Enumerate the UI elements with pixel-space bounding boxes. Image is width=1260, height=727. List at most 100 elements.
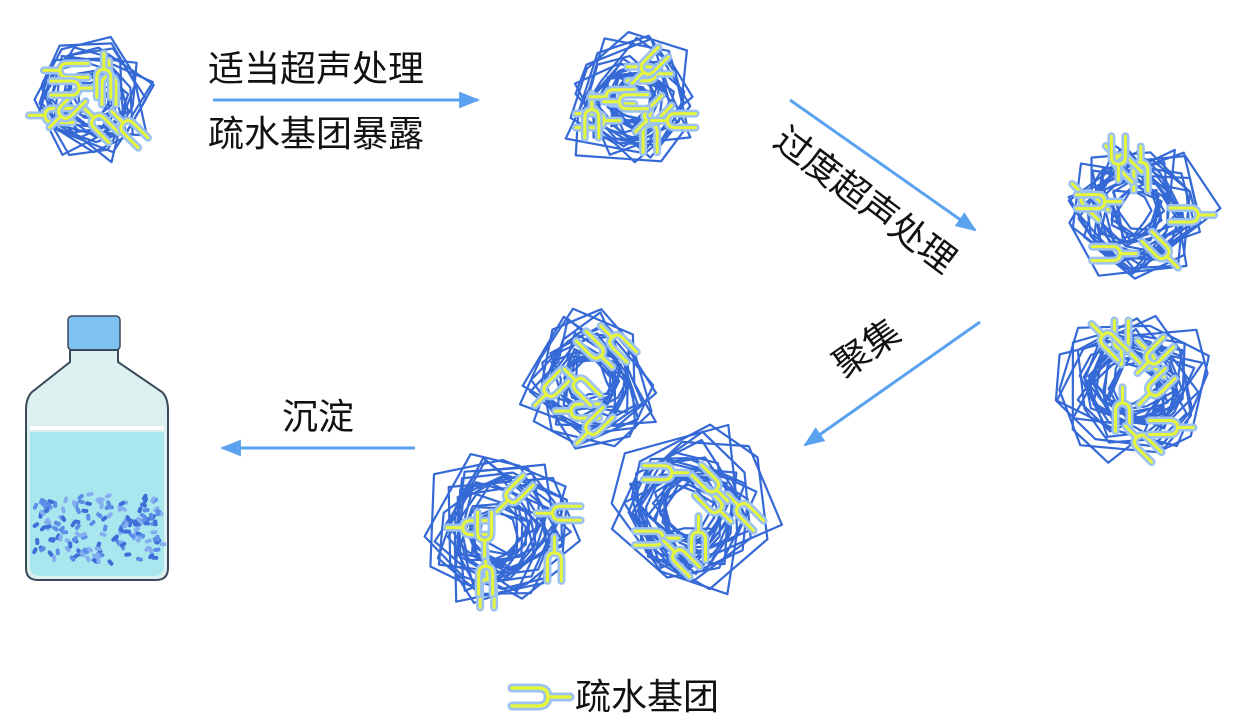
protein-chain (541, 308, 653, 448)
precipitate-particle (144, 538, 152, 544)
precipitate-particle (45, 517, 52, 525)
precipitate-particle (107, 559, 114, 566)
precipitate-particle (60, 515, 67, 522)
precipitate-particle (148, 512, 154, 520)
precipitate-particle (96, 557, 101, 565)
hydrophobic-group (628, 43, 673, 88)
precipitate-particle (136, 516, 143, 524)
hydrophobic-group (78, 102, 123, 147)
label-hydrophobic-exposed: 疏水基团暴露 (208, 114, 425, 155)
protein-chain (592, 60, 692, 164)
hydrophobic-group (596, 321, 641, 367)
arrow-excessive-ultrasound (789, 98, 977, 232)
protein-chain (1071, 330, 1186, 464)
protein-chain (462, 502, 547, 573)
hydrophobic-group (687, 512, 710, 565)
hydrophobic-group (659, 536, 704, 581)
protein-over-unfolded-1 (1067, 132, 1222, 280)
precipitation-bottle (25, 315, 169, 581)
hydrophobic-group (107, 107, 153, 152)
precipitate-particle (39, 509, 46, 516)
precipitate-particle (51, 525, 59, 532)
precipitate-particle (133, 526, 141, 532)
bottle-liquid (30, 432, 164, 576)
aggregate-part-2 (423, 453, 585, 612)
precipitate-particle (153, 506, 160, 513)
precipitate-particle (32, 502, 39, 510)
label-precipitation: 沉淀 (282, 397, 355, 438)
protein-chain (33, 35, 148, 156)
precipitate-particle (139, 512, 147, 519)
precipitate-particle (86, 491, 94, 497)
precipitate-particle (128, 532, 136, 539)
precipitate-particle (79, 550, 86, 558)
protein-chain (595, 73, 667, 140)
precipitate-particle (84, 501, 92, 506)
precipitate (32, 491, 167, 566)
precipitate-particle (81, 508, 89, 513)
hydrophobic-group (492, 471, 537, 516)
precipitate-particle (74, 531, 81, 538)
precipitate-particle (58, 534, 63, 542)
protein-chain (518, 307, 657, 429)
precipitate-particle (89, 520, 96, 527)
precipitate-particle (71, 500, 77, 508)
precipitate-particle (96, 512, 103, 519)
precipitate-particle (111, 535, 118, 542)
protein-chain (456, 482, 537, 573)
precipitate-particle (101, 515, 108, 522)
protein-chain (550, 350, 628, 418)
protein-chain (574, 34, 689, 163)
precipitate-particle (141, 516, 149, 523)
hydrophobic-group (1166, 204, 1219, 226)
precipitate-particle (60, 506, 66, 514)
precipitate-particle (86, 513, 91, 521)
precipitate-particle (74, 523, 81, 531)
hydrophobic-group (1134, 364, 1179, 409)
precipitate-particle (133, 521, 141, 527)
precipitate-particle (118, 500, 126, 507)
arrow-aggregation (803, 320, 981, 447)
precipitate-particle (39, 525, 47, 532)
precipitate-particle (77, 493, 84, 500)
protein-chain (1058, 324, 1210, 454)
precipitate-particle (75, 507, 81, 515)
hydrophobic-group (551, 400, 604, 423)
precipitate-particle (32, 522, 40, 528)
protein-chain (437, 483, 564, 575)
precipitate-particle (69, 555, 76, 562)
hydrophobic-group (1121, 422, 1166, 467)
protein-native (25, 35, 155, 164)
precipitate-particle (144, 545, 151, 552)
hydrophobic-group (473, 508, 496, 561)
precipitate-particle (72, 536, 78, 543)
precipitate-particle (32, 547, 38, 555)
protein-chain (1112, 181, 1160, 231)
precipitate-particle (120, 506, 127, 512)
hydrophobic-group (723, 490, 768, 535)
hydrophobic-group (530, 365, 575, 410)
hydrophobic-group (639, 461, 692, 484)
hydrophobic-group (1137, 227, 1183, 272)
legend-label: 疏水基团 (575, 677, 720, 718)
precipitate-particle (47, 550, 54, 557)
precipitate-particle (86, 546, 93, 553)
precipitate-particle (155, 509, 160, 517)
precipitate-particle (54, 520, 61, 526)
precipitate-particle (104, 493, 112, 499)
precipitate-particle (124, 529, 132, 534)
precipitate-particle (142, 496, 149, 504)
precipitate-particle (106, 500, 112, 508)
hydrophobic-group (543, 532, 566, 585)
hydrophobic-group (560, 365, 605, 410)
precipitate-particle (47, 499, 55, 505)
precipitate-particle (150, 496, 157, 503)
hydrophobic-group (1111, 383, 1134, 436)
precipitate-particle (159, 542, 167, 547)
protein-chain (573, 62, 671, 156)
precipitate-particle (102, 524, 108, 532)
precipitate-particle (99, 502, 104, 510)
aggregate-part-3 (610, 423, 783, 596)
hydrophobic-group (647, 109, 700, 132)
